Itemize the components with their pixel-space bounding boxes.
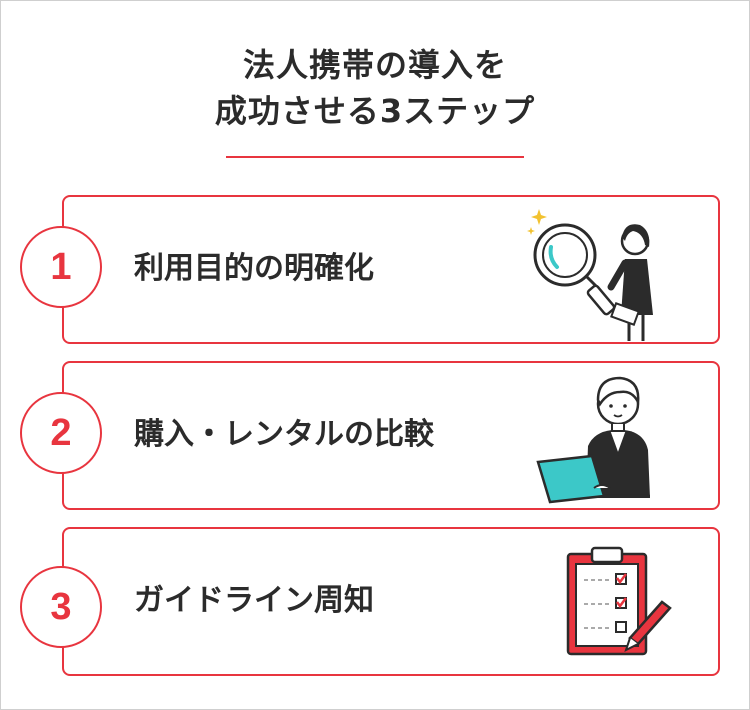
clipboard-checklist-icon — [566, 546, 672, 656]
page-title: 法人携帯の導入を 成功させる3ステップ — [0, 42, 750, 134]
step-card-1: 利用目的の明確化 — [62, 195, 720, 344]
step-2-number-badge: 2 — [20, 392, 102, 474]
step-3-label: ガイドライン周知 — [134, 583, 374, 618]
step-1-number-badge: 1 — [20, 226, 102, 308]
step-3-number-badge: 3 — [20, 566, 102, 648]
title-underline — [226, 156, 524, 158]
man-with-laptop-icon — [536, 376, 650, 504]
title-line-2: 成功させる3ステップ — [214, 92, 536, 130]
step-1-label: 利用目的の明確化 — [134, 251, 374, 286]
woman-with-magnifying-glass-icon — [527, 209, 653, 341]
step-2-label: 購入・レンタルの比較 — [134, 417, 434, 452]
title-line-1: 法人携帯の導入を — [242, 46, 507, 84]
